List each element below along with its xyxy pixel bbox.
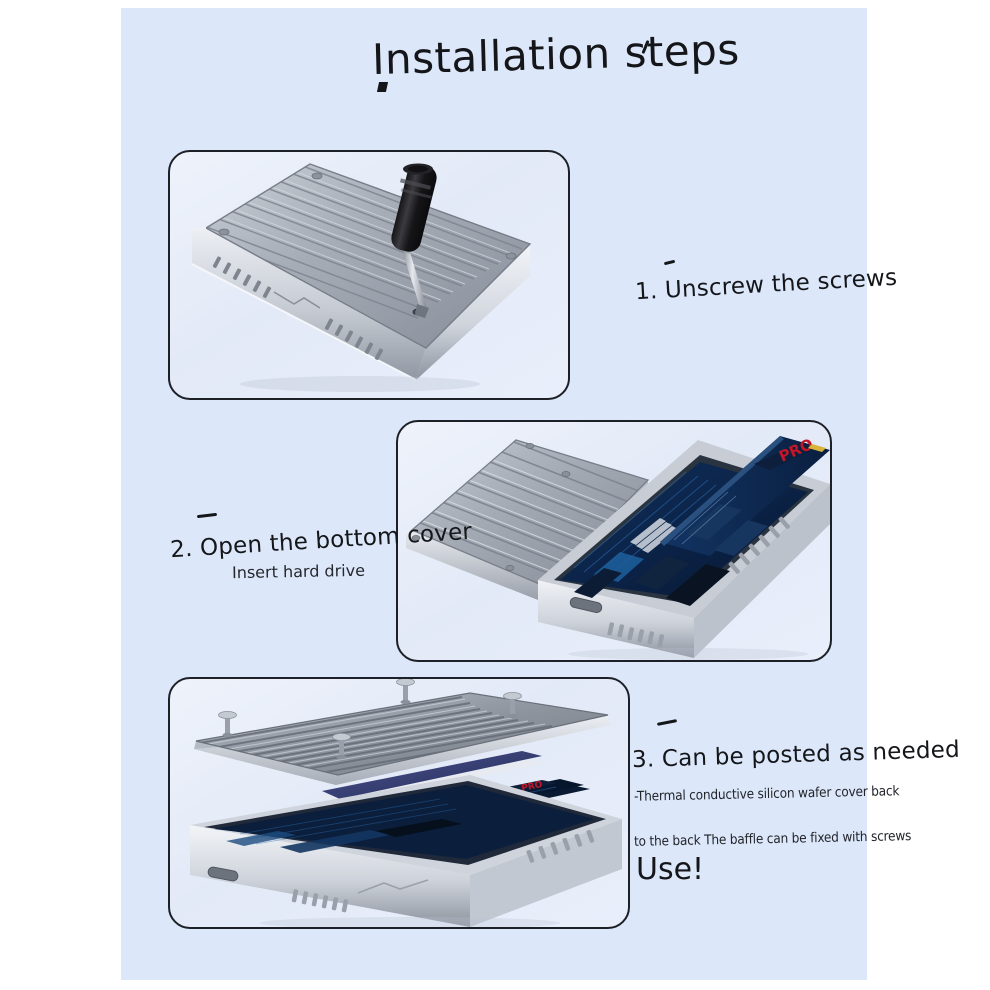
- screw-hole: [218, 172, 517, 316]
- step-2-subcaption: Insert hard drive: [231, 560, 366, 583]
- enclosure-open-with-m2-ssd-illustration: PRO: [406, 435, 830, 660]
- m2-ssd-module: PRO: [660, 435, 830, 556]
- title-dot-decoration: [376, 82, 389, 92]
- usb-c-port: [569, 597, 603, 613]
- page-title: Installation steps: [371, 24, 741, 85]
- step-3-use-label: Use!: [636, 852, 705, 887]
- screw: [396, 679, 415, 705]
- screw: [332, 733, 351, 760]
- screwdriver-icon: [391, 163, 437, 318]
- ssd-brand-mark: PRO: [521, 780, 544, 794]
- screw: [503, 691, 522, 719]
- screw-hole: [411, 443, 571, 571]
- step-1-image-card: [168, 150, 570, 400]
- step-3-image-card: PRO: [168, 677, 630, 929]
- step-2-image-card: PRO: [396, 420, 832, 662]
- screw: [218, 711, 237, 738]
- ssd-enclosure-with-screwdriver-illustration: [191, 163, 532, 392]
- exploded-view-with-thermal-pad-illustration: PRO: [190, 679, 622, 927]
- page-title-area: Installation steps: [330, 25, 750, 100]
- usb-c-port: [207, 866, 239, 882]
